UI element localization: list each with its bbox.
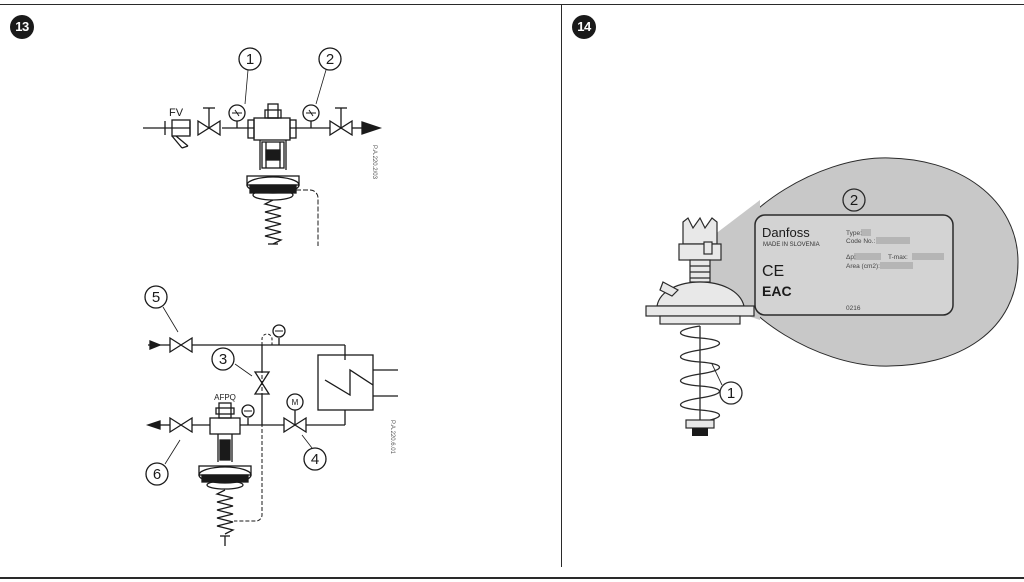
- flow-arrow-icon: [361, 121, 383, 135]
- frame-top-line: [0, 4, 1024, 5]
- redaction-area: [880, 262, 913, 269]
- pressure-gauge-2-icon: [302, 69, 327, 128]
- ce-mark-icon: CE: [762, 263, 784, 280]
- callout-circle-2-right: [842, 188, 866, 212]
- callout-5: 5: [152, 289, 160, 306]
- callout-circle-3: [211, 347, 235, 371]
- callout-1-top: 1: [246, 51, 254, 68]
- callout-circle-1-right: [719, 381, 743, 405]
- nameplate-tmax-label: T-max:: [888, 254, 908, 261]
- bottom-installation-diagram: [144, 285, 398, 546]
- valve-5-icon: [169, 336, 193, 354]
- shutoff-valve-right-icon: [329, 107, 353, 137]
- callout-circle-1-top: [238, 47, 262, 71]
- frame-bottom-line: [0, 577, 1024, 579]
- nameplate-type-label: Type:: [846, 230, 862, 237]
- pressure-controller-icon: [246, 103, 300, 201]
- callout-6: 6: [153, 466, 161, 483]
- callout-1-right: 1: [727, 385, 735, 402]
- motorized-valve-4-icon: [283, 393, 307, 434]
- callout-2-top: 2: [326, 51, 334, 68]
- label-fv: FV: [169, 107, 184, 119]
- supply-gauge-icon: [272, 324, 286, 345]
- panel-divider: [561, 5, 562, 567]
- nameplate-code-label: Code No.:: [846, 238, 875, 245]
- redaction-code: [876, 237, 910, 244]
- nameplate-brand: Danfoss: [762, 225, 810, 240]
- drawing-code-bottom: P.A.220.6.01: [389, 420, 395, 455]
- callout-circle-4: [303, 447, 327, 471]
- redaction-type: [861, 229, 871, 236]
- nameplate-area-label: Area (cm2):: [846, 263, 880, 270]
- shutoff-valve-left-icon: [197, 107, 221, 137]
- spring-icon: [263, 199, 283, 245]
- callout-circle-2-top: [318, 47, 342, 71]
- step-badge-14: 14: [572, 15, 596, 39]
- supply-arrow-icon: [149, 340, 162, 350]
- callout-4: 4: [311, 451, 319, 468]
- motor-label: M: [292, 398, 299, 407]
- top-installation-diagram: [143, 47, 383, 246]
- callout-2-right: 2: [850, 192, 858, 209]
- eac-mark-icon: EAC: [762, 283, 792, 299]
- pressure-gauge-1-icon: [228, 69, 249, 128]
- step-badge-13: 13: [10, 15, 34, 39]
- label-afpq: AFPQ: [214, 393, 236, 402]
- nameplate-year-code: 0216: [846, 305, 861, 312]
- bypass-valve-3-icon: [253, 371, 271, 395]
- valve-6-icon: [169, 416, 193, 434]
- redaction-tmax: [912, 253, 944, 260]
- nameplate-made-in: MADE IN SLOVENIA: [763, 242, 820, 248]
- callout-circle-6: [145, 462, 169, 486]
- return-arrow-icon: [145, 420, 161, 430]
- callout-3: 3: [219, 351, 227, 368]
- nameplate-dp-label: Δp:: [846, 254, 856, 261]
- afpq-actuator-photo-icon: [645, 216, 755, 325]
- afpq-controller-icon: [198, 402, 252, 546]
- return-gauge-icon: [241, 404, 255, 425]
- redaction-dp: [854, 253, 881, 260]
- drawing-code-top: P.A.220.2/03: [371, 145, 377, 180]
- callout-circle-5: [144, 285, 168, 309]
- strainer-icon: [164, 119, 191, 149]
- left-panel-diagrams: 1 2 FV P.A.220.2/03 5 3 6 4 M AFPQ P.A.2…: [143, 47, 398, 546]
